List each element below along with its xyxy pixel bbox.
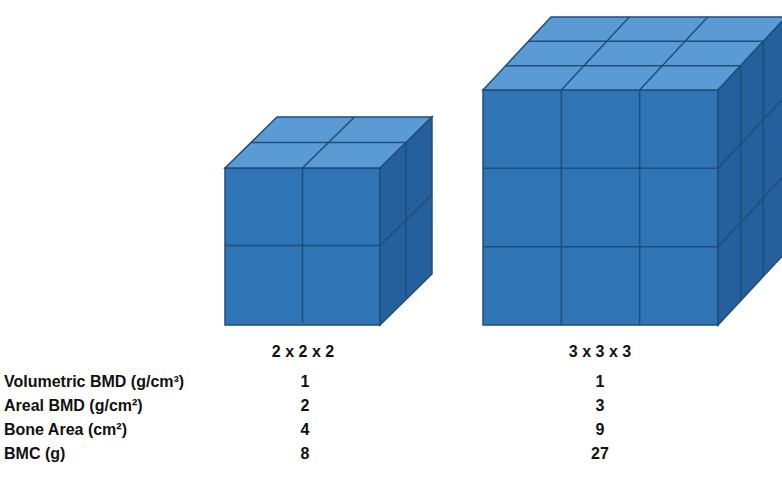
- table-value: 3: [596, 396, 605, 416]
- cube-grid-line: [740, 66, 742, 301]
- cube-grid-line: [528, 41, 763, 43]
- cube-grid-line: [561, 90, 563, 325]
- cube-grid-line: [483, 168, 718, 170]
- cube-grid-line: [763, 41, 765, 276]
- cube-grid-line: [718, 95, 782, 168]
- table-value: 1: [301, 372, 310, 392]
- cube-3x3x3: [483, 17, 782, 325]
- cube-grid-line: [561, 17, 629, 90]
- table-value: 1: [596, 372, 605, 392]
- front-face: [225, 168, 380, 325]
- side-face: [718, 17, 782, 325]
- cube-grid-line: [639, 90, 641, 325]
- table-value: 27: [591, 444, 609, 464]
- table-value: 9: [596, 420, 605, 440]
- row-label: Areal BMD (g/cm²): [4, 396, 143, 416]
- cube-grid-line: [483, 246, 718, 248]
- cube-2x2x2: [225, 117, 432, 325]
- row-label: BMC (g): [4, 444, 65, 464]
- front-face: [483, 90, 718, 325]
- row-label: Volumetric BMD (g/cm³): [4, 372, 184, 392]
- side-face: [380, 117, 432, 325]
- cube-grid-line: [380, 195, 432, 246]
- cube-size-label: 3 x 3 x 3: [569, 342, 631, 362]
- cube-grid-line: [640, 17, 708, 90]
- cube-grid-line: [225, 245, 380, 247]
- cube-grid-line: [506, 65, 741, 67]
- cube-grid-line: [718, 174, 782, 247]
- row-label: Bone Area (cm²): [4, 420, 127, 440]
- cube-grid-line: [251, 142, 406, 144]
- table-value: 4: [301, 420, 310, 440]
- table-value: 8: [301, 444, 310, 464]
- cube-size-label: 2 x 2 x 2: [272, 342, 334, 362]
- table-value: 2: [301, 396, 310, 416]
